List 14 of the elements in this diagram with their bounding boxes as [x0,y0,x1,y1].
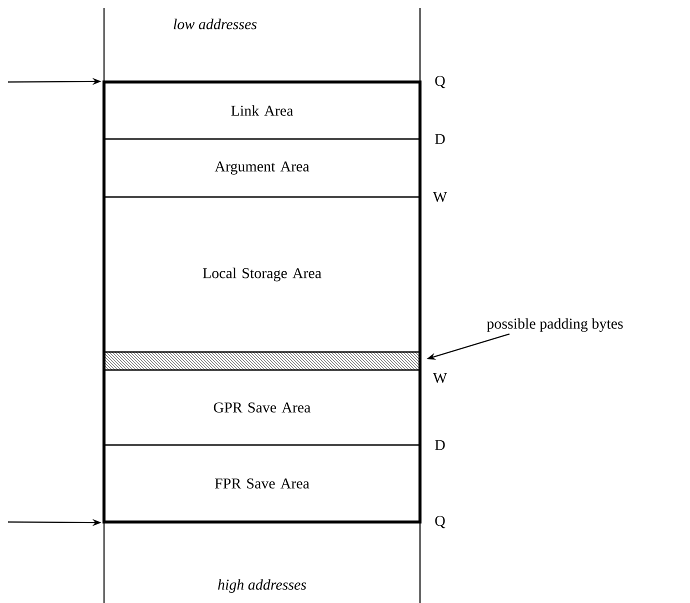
node-label: Link Area [231,105,294,116]
boundary-letter: Q [435,76,446,88]
annotation-text: possible padding bytes [486,318,623,332]
memory-area-box: Argument Area [103,138,421,198]
boundary-letter: D [435,134,445,144]
boundary-letter: Q [435,516,446,528]
boundary-letter: W [432,192,448,202]
memory-area-box: Local Storage Area [103,196,421,353]
boundary-letter: D [435,440,445,450]
boundary-letter: W [432,372,448,384]
memory-area-box: GPR Save Area [103,369,421,446]
address-caption: high addresses [218,579,306,593]
address-caption: low addresses [174,18,257,30]
memory-area-box: FPR Save Area [103,444,421,523]
